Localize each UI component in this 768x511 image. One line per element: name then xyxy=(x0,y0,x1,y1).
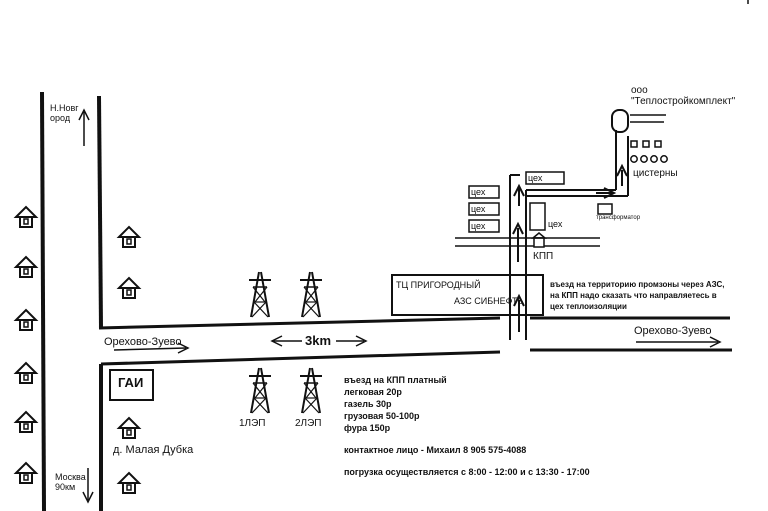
house-icon xyxy=(118,472,140,494)
pricing-item: грузовая 50-100р xyxy=(344,411,420,421)
label-cekh-5: цех xyxy=(548,219,563,229)
label-tc: ТЦ ПРИГОРОДНЫЙ xyxy=(396,280,481,290)
label-lep2: 2ЛЭП xyxy=(295,418,322,429)
route-arrows-icon xyxy=(512,163,628,332)
entry-note-line: въезд на территорию промзоны через АЗС, xyxy=(550,280,725,289)
house-icon xyxy=(15,411,37,433)
workshop-block xyxy=(468,185,500,199)
house-icon xyxy=(15,309,37,331)
pricing-item: фура 150р xyxy=(344,423,391,433)
label-orekhovo-right: Орехово-Зуево xyxy=(634,325,712,337)
entry-note: въезд на территорию промзоны через АЗС, … xyxy=(550,279,724,312)
arrow-orekhovo-left-icon xyxy=(113,342,190,354)
workshop-block xyxy=(525,171,565,185)
label-cisterns: цистерны xyxy=(633,168,678,179)
label-cekh-2: цех xyxy=(471,204,486,214)
power-tower-icon xyxy=(248,271,272,318)
road-orekhovo xyxy=(98,316,732,366)
house-icon xyxy=(118,277,140,299)
label-moscow: Москва 90км xyxy=(55,472,86,493)
arrow-n-novgorod-icon xyxy=(78,108,90,146)
label-cekh-1: цех xyxy=(471,187,486,197)
arrow-moscow-icon xyxy=(82,468,94,504)
arrow-orekhovo-right-icon xyxy=(636,336,722,348)
tc-azs-building xyxy=(391,274,544,316)
house-icon xyxy=(118,417,140,439)
house-icon xyxy=(118,226,140,248)
label-n-novgorod: Н.Новг ород xyxy=(50,103,79,124)
access-road xyxy=(455,130,629,340)
label-kpp: КПП xyxy=(533,251,554,262)
transformer-block xyxy=(597,203,613,215)
power-tower-icon xyxy=(299,271,323,318)
company-building xyxy=(611,109,666,133)
label-orekhovo-left: Орехово-Зуево xyxy=(104,336,182,348)
power-tower-icon xyxy=(248,367,272,414)
label-village: д. Малая Дубка xyxy=(113,444,194,456)
house-icon xyxy=(15,256,37,278)
entry-note-line: на КПП надо сказать что направляетесь в xyxy=(550,291,717,300)
workshop-block xyxy=(529,202,546,231)
label-cekh-4: цех xyxy=(528,173,543,183)
pricing-item: легковая 20р xyxy=(344,387,402,397)
workshop-block xyxy=(468,202,500,216)
workshop-block xyxy=(468,219,500,233)
label-company-ooo: ооо xyxy=(631,85,648,96)
contact-info: контактное лицо - Михаил 8 905 575-4088 xyxy=(344,445,527,455)
highway-vertical xyxy=(40,91,103,511)
label-transformer: трансформатор xyxy=(596,215,641,221)
house-icon xyxy=(15,462,37,484)
label-azs: АЗС СИБНЕФТЬ xyxy=(454,296,524,306)
entry-note-line: цех теплоизоляции xyxy=(550,302,627,311)
label-gai: ГАИ xyxy=(118,375,144,390)
power-tower-icon xyxy=(299,367,323,414)
label-distance: 3km xyxy=(305,333,332,348)
pricing-item: газель 30р xyxy=(344,399,392,409)
house-icon xyxy=(15,362,37,384)
label-company-name: "Теплостройкомплект" xyxy=(631,96,736,107)
house-icon xyxy=(15,206,37,228)
label-cekh-3: цех xyxy=(471,221,486,231)
checkpoint-icon xyxy=(530,232,548,248)
gai-post xyxy=(109,369,154,401)
label-lep1: 1ЛЭП xyxy=(239,418,266,429)
pricing-title: въезд на КПП платный xyxy=(344,375,447,385)
pricing-info: въезд на КПП платный легковая 20р газель… xyxy=(344,374,447,434)
loading-hours: погрузка осуществляется с 8:00 - 12:00 и… xyxy=(344,467,590,477)
cistern-icon xyxy=(630,140,668,163)
distance-arrow-icon xyxy=(270,335,368,347)
